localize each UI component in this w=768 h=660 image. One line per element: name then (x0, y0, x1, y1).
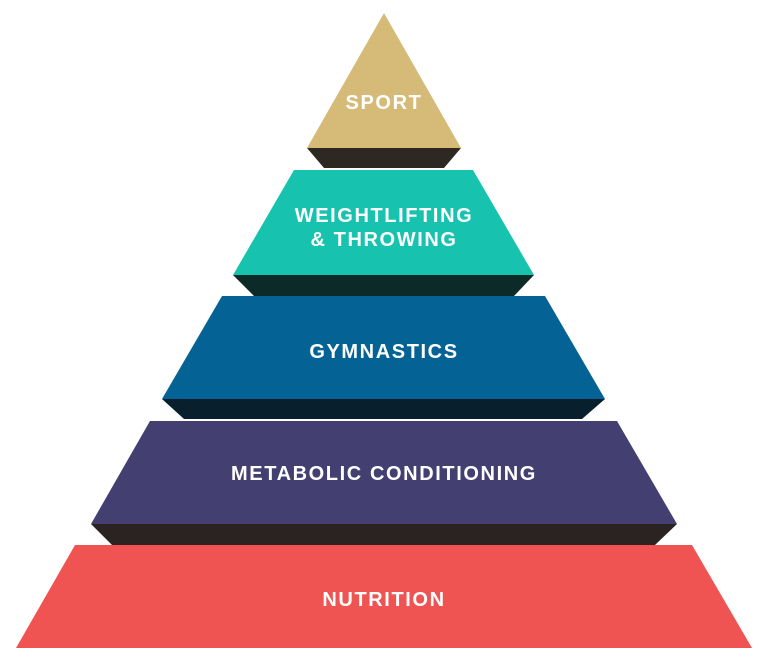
tier-sport: SPORT (307, 13, 461, 168)
tier-nutrition: NUTRITION (16, 545, 752, 648)
tier-gymnastics-face (162, 296, 605, 399)
tier-weightlifting-face (233, 170, 534, 275)
tier-metcon-label: METABOLIC CONDITIONING (231, 463, 537, 485)
tier-sport-face (307, 13, 461, 148)
tier-weightlifting-label-line1: WEIGHTLIFTING (295, 205, 474, 227)
tier-weightlifting-label-line2: & THROWING (310, 229, 457, 251)
tier-gymnastics-label: GYMNASTICS (309, 341, 458, 363)
tier-sport-shade (307, 148, 461, 168)
tier-weightlifting-shade (233, 275, 534, 296)
tier-gymnastics: GYMNASTICS (162, 296, 605, 419)
tier-sport-label: SPORT (346, 92, 423, 114)
tier-metcon-shade (91, 524, 677, 545)
tier-metcon: METABOLIC CONDITIONING (91, 421, 677, 545)
tier-nutrition-label: NUTRITION (322, 589, 445, 611)
tier-nutrition-face (16, 545, 752, 648)
tier-metcon-face (91, 421, 677, 524)
tier-gymnastics-shade (162, 399, 605, 419)
tier-weightlifting: WEIGHTLIFTING & THROWING (233, 170, 534, 296)
